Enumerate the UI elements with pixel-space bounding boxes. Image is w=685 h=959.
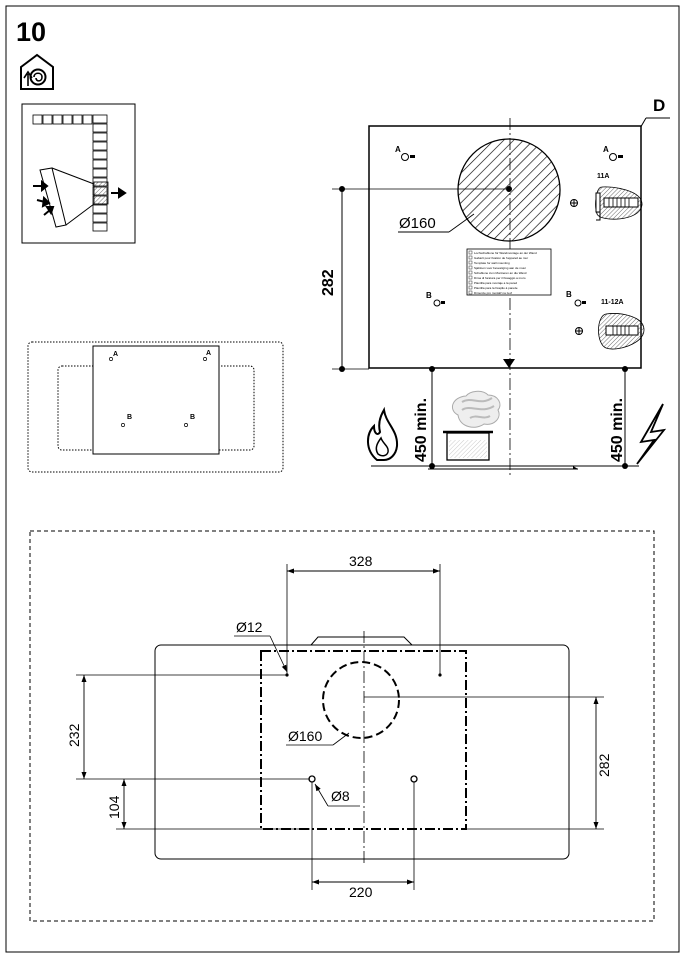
bottom-offset-label: 104 <box>106 795 122 819</box>
svg-text:A: A <box>206 350 211 357</box>
plate-letter: D <box>653 96 665 115</box>
svg-text:Dimenze pro montáž na zeď: Dimenze pro montáž na zeď <box>474 291 512 295</box>
svg-text:A: A <box>603 145 609 154</box>
plug-label-bottom: 11-12A <box>601 299 624 306</box>
fixing-hole-label: Ø12 <box>236 619 263 635</box>
svg-text:Plantilla para la fixação à pa: Plantilla para la fixação à parede <box>474 286 518 290</box>
svg-text:Dima di foratura per il fissag: Dima di foratura per il fissaggio a muro <box>474 276 526 280</box>
bottom-view-frame <box>29 530 655 922</box>
bottom-height-right-label: 282 <box>596 753 612 777</box>
plug-label-top: 11A <box>597 173 609 180</box>
page-frame <box>5 5 680 953</box>
svg-text:Gabarit pour fixation de l'app: Gabarit pour fixation de l'appareil au m… <box>474 256 528 260</box>
svg-text:B: B <box>190 414 195 421</box>
step-number: 10 <box>16 17 46 47</box>
svg-text:Template for wall mounting: Template for wall mounting <box>474 261 510 265</box>
recirculation-inset <box>21 103 136 244</box>
svg-text:B: B <box>426 291 432 300</box>
hood-top-view: A A B B <box>27 341 284 473</box>
svg-text:Sjabloon voor bevestiging aan: Sjabloon voor bevestiging aan de muur <box>474 266 526 270</box>
svg-text:A: A <box>395 145 401 154</box>
hood-bottom-view: 328 Ø12 232 Ø160 282 104 Ø8 <box>66 553 612 900</box>
flame-icon <box>367 406 399 461</box>
house-recirculation-icon <box>20 53 54 90</box>
drilling-template: D A A B B 11A <box>320 96 670 477</box>
duct-diameter-label: Ø160 <box>399 215 436 232</box>
svg-text:Lochschablone für Wandmontage: Lochschablone für Wandmontage an der Wan… <box>474 251 537 255</box>
bottom-height-left-label: 232 <box>66 723 82 747</box>
hole-spacing-label: 282 <box>320 269 337 296</box>
svg-text:B: B <box>566 290 572 299</box>
svg-text:A: A <box>113 351 118 358</box>
clearance-right-label: 450 min. <box>609 398 626 462</box>
bottom-width-lower-label: 220 <box>349 884 373 900</box>
small-hole-label: Ø8 <box>331 788 350 804</box>
steam-pot-icon <box>443 390 501 461</box>
svg-text:Schablone zum Montieren an die: Schablone zum Montieren an die Wand <box>474 271 527 275</box>
template-text-block: Lochschablone für Wandmontage an der Wan… <box>468 250 537 295</box>
bottom-width-top-label: 328 <box>349 553 373 569</box>
svg-text:Plantilla para montaje a la pa: Plantilla para montaje a la pared <box>474 281 517 285</box>
bottom-duct-label: Ø160 <box>288 728 322 744</box>
clearance-section: 450 min. 450 min. <box>367 366 667 470</box>
svg-text:B: B <box>127 414 132 421</box>
clearance-left-label: 450 min. <box>413 398 430 462</box>
lightning-icon <box>636 403 667 465</box>
